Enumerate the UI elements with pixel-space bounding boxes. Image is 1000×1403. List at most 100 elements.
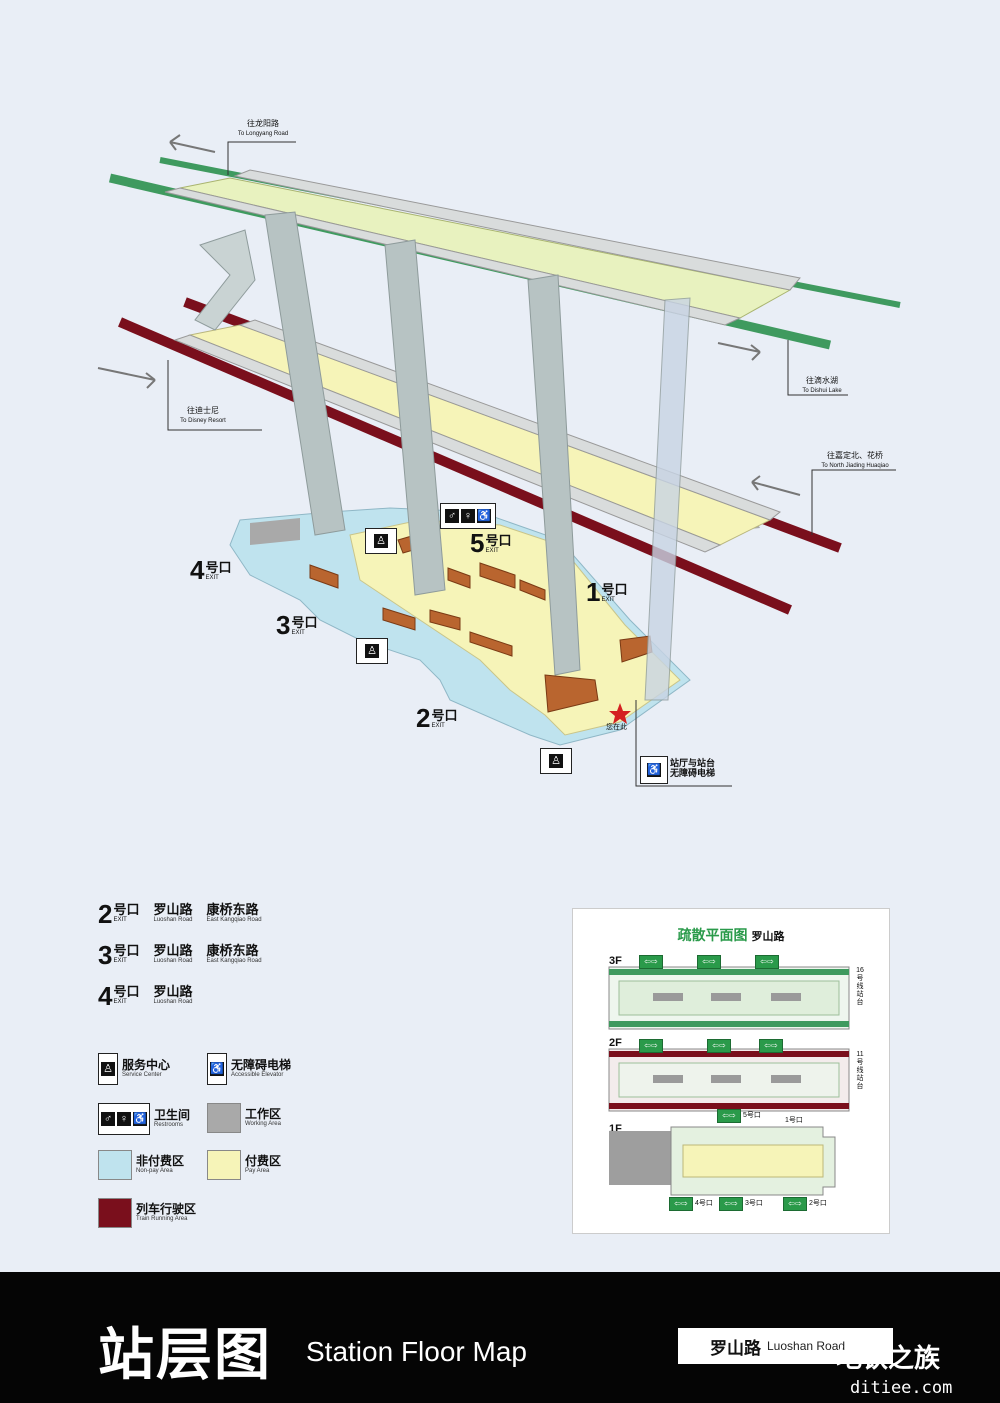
evac-exit-sign-icon: ⇦⇨ <box>669 1197 693 1211</box>
exit-zh: 号口 <box>431 708 458 723</box>
line11-train <box>238 319 782 521</box>
gate <box>447 567 471 589</box>
road-zh: 罗山路 <box>153 984 193 999</box>
legend-zh: 列车行驶区 <box>136 1202 197 1216</box>
train-running-area-swatch <box>98 1198 132 1228</box>
escalator <box>194 229 256 331</box>
exit-zh: 号口 <box>113 943 140 958</box>
working-area <box>250 518 300 545</box>
you-are-here-star <box>609 703 631 724</box>
legend-zh: 服务中心 <box>122 1058 171 1072</box>
line16-train <box>233 169 801 291</box>
gate <box>382 607 416 631</box>
callout-en: To Longyang Road <box>237 131 289 137</box>
arrow-left-icon <box>169 134 216 153</box>
evac-exit-label: 3号口 <box>745 1200 763 1207</box>
female-icon: ♀ <box>461 509 475 523</box>
service-center-icon: ♙ <box>549 754 563 768</box>
female-icon: ♀ <box>117 1112 131 1126</box>
wheelchair-icon: ♿ <box>477 509 491 523</box>
evac-title: 疏散平面图罗山路 <box>573 925 889 945</box>
nonpay-area-swatch <box>98 1150 132 1180</box>
callout-zh: 往龙阳路 <box>247 119 279 128</box>
legend-en: Non-pay Area <box>136 1168 173 1174</box>
evac-exit-sign-icon: ⇦⇨ <box>717 1109 741 1123</box>
callout-longyang: 往龙阳路 To Longyang Road <box>230 119 296 139</box>
exit-number: 3 <box>276 610 291 640</box>
evacuation-plan: 疏散平面图罗山路 3F 2F 1F ⇦⇨ ⇦⇨ ⇦⇨ ⇦⇨ ⇦⇨ ⇦⇨ ⇦⇨ ⇦… <box>572 908 890 1234</box>
road-zh: 罗山路 <box>153 902 193 917</box>
column <box>644 297 691 701</box>
evac-3f-stair <box>653 993 683 1001</box>
arrow-right-icon <box>717 342 761 361</box>
legend-icon-box: ♙ <box>98 1053 118 1085</box>
gate <box>309 564 339 589</box>
legend-zh: 非付费区 <box>136 1154 185 1168</box>
evac-exit-sign-icon: ⇦⇨ <box>707 1039 731 1053</box>
restroom-marker: ♂ ♀ ♿ <box>440 503 496 529</box>
road-en: Luoshan Road <box>153 917 193 923</box>
gate <box>479 562 516 589</box>
columns <box>194 211 691 701</box>
road-zh: 康桥东路 <box>206 902 259 917</box>
legend-en: Service Center <box>122 1072 162 1078</box>
evac-2f-track <box>609 1103 849 1109</box>
pay-area-swatch <box>207 1150 241 1180</box>
evac-exit-sign-icon: ⇦⇨ <box>755 955 779 969</box>
arrow-left-icon <box>751 475 801 496</box>
exit-zh: 号口 <box>291 615 318 630</box>
exit-en: EXIT <box>601 597 615 603</box>
exit-number: 4 <box>98 981 113 1011</box>
exit-en: EXIT <box>113 999 127 1005</box>
exit-en: EXIT <box>485 548 499 554</box>
service-center-marker: ♙ <box>365 528 397 554</box>
legend-en: Working Area <box>245 1121 281 1127</box>
evac-2f-track <box>609 1051 849 1057</box>
legend-zh: 无障碍电梯 <box>231 1058 292 1072</box>
callout-en: To Dishui Lake <box>802 388 842 394</box>
evac-3f-track <box>609 969 849 975</box>
road-zh: 罗山路 <box>153 943 193 958</box>
gate <box>544 674 599 713</box>
evac-plan-drawing <box>608 966 850 1196</box>
gate <box>429 609 461 631</box>
fare-gates <box>309 534 653 713</box>
evac-2f-stair <box>771 1075 801 1083</box>
station-3d-diagram <box>97 134 901 787</box>
you-are-here-label: 您在此 <box>606 724 627 731</box>
exit-en: EXIT <box>113 917 127 923</box>
service-center-icon: ♙ <box>374 534 388 548</box>
accessible-elevator-icon: ♿ <box>210 1062 224 1076</box>
station-name-en: Luoshan Road <box>767 1339 846 1353</box>
legend-en: Accessible Elevator <box>231 1072 284 1078</box>
evac-1f-working-area <box>609 1131 671 1185</box>
floor-2f: 2F <box>609 1037 622 1049</box>
legend-zh: 付费区 <box>245 1154 282 1168</box>
evac-exit-label: 5号口 <box>743 1112 761 1119</box>
exit-number: 2 <box>416 703 431 733</box>
line11-track <box>118 317 792 615</box>
floor-3f: 3F <box>609 955 622 967</box>
legend-en: Restrooms <box>154 1122 184 1128</box>
arrow-right-icon <box>97 367 156 389</box>
male-icon: ♂ <box>101 1112 115 1126</box>
evac-2f-stair <box>711 1075 741 1083</box>
evac-exit-label: 1号口 <box>785 1117 803 1124</box>
elevator-callout-line1: 站厅与站台 <box>670 758 716 768</box>
evac-exit-sign-icon: ⇦⇨ <box>639 1039 663 1053</box>
leader-line <box>787 340 848 396</box>
line11-platform-label: 11号线站台 <box>856 1051 864 1090</box>
callout-jiading: 往嘉定北、花桥 To North Jiading Huaqiao <box>812 451 898 471</box>
exit-number: 1 <box>586 577 601 607</box>
exit-number: 4 <box>190 555 205 585</box>
evac-1f-pay-area <box>682 1144 824 1178</box>
evac-station: 罗山路 <box>751 931 785 943</box>
